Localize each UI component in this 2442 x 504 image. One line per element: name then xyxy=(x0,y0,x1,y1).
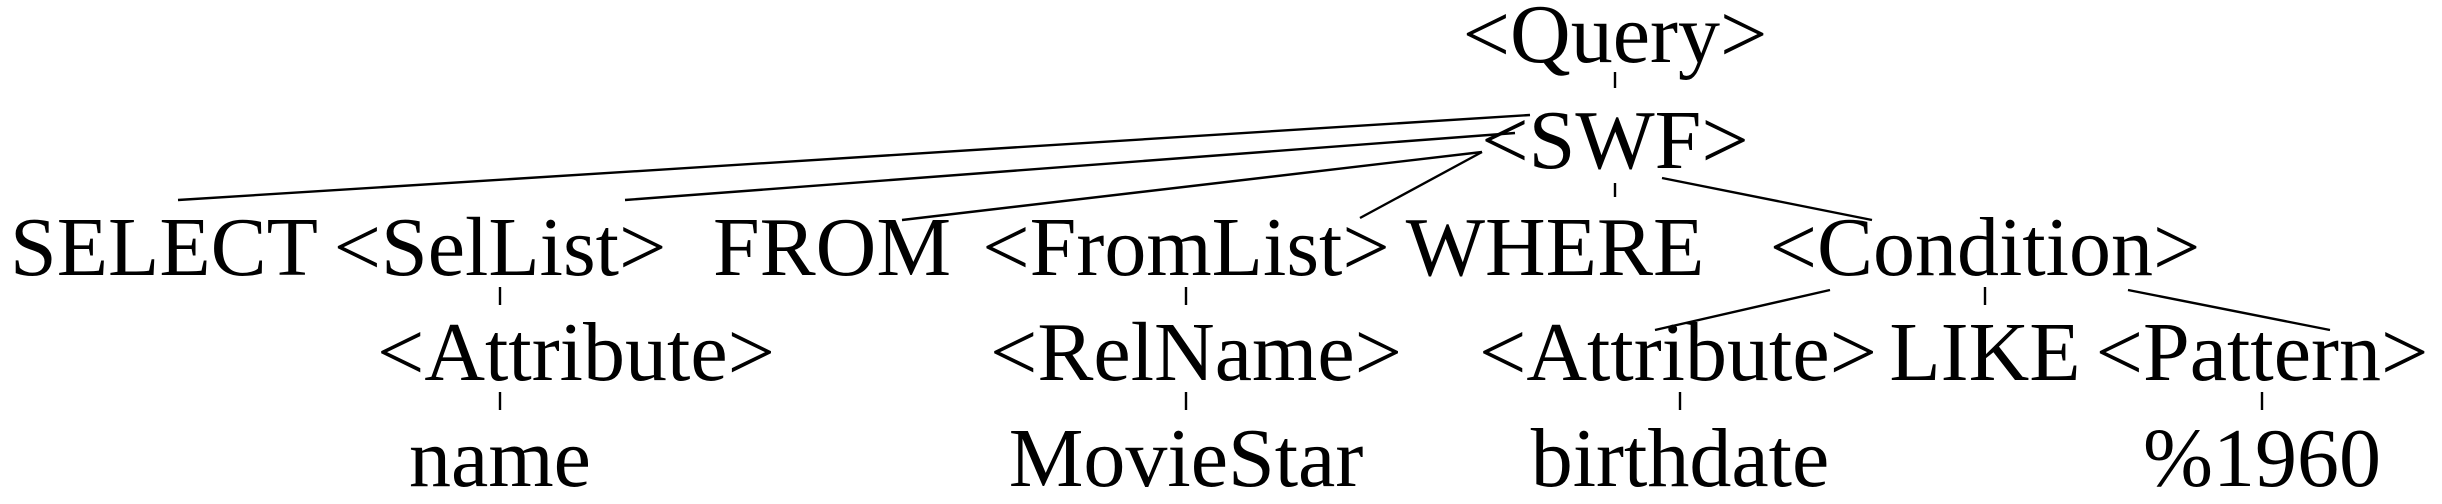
node-pattern: <Pattern> xyxy=(2096,306,2429,399)
leaf-moviestar: MovieStar xyxy=(1009,412,1364,504)
node-query: <Query> xyxy=(1463,0,1768,81)
node-fromlist: <FromList> xyxy=(982,201,1389,294)
tree-edges xyxy=(177,72,2331,410)
edge-swf-select xyxy=(177,113,1531,202)
node-attribute-condition: <Attribute> xyxy=(1479,306,1877,399)
leaf-pattern-value: %1960 xyxy=(2143,412,2381,504)
tree-nodes: <Query> <SWF> SELECT <SelList> FROM <Fro… xyxy=(10,0,2428,504)
leaf-name: name xyxy=(409,412,591,504)
node-where: WHERE xyxy=(1406,201,1705,294)
node-relname: <RelName> xyxy=(990,306,1402,399)
node-condition: <Condition> xyxy=(1770,201,2201,294)
edge-condition-pattern xyxy=(2127,288,2331,332)
node-from: FROM xyxy=(713,201,951,294)
edge-condition-attribute xyxy=(1654,288,1831,332)
edge-swf-fromlist xyxy=(1359,150,1483,220)
leaf-birthdate: birthdate xyxy=(1531,412,1830,504)
edge-swf-from xyxy=(901,150,1483,222)
node-sellist: <SelList> xyxy=(334,201,667,294)
edge-swf-condition xyxy=(1661,176,1873,222)
node-swf: <SWF> xyxy=(1481,94,1748,187)
node-attribute-sellist: <Attribute> xyxy=(377,306,775,399)
edge-swf-sellist xyxy=(624,131,1516,202)
node-select: SELECT xyxy=(10,201,318,294)
node-like: LIKE xyxy=(1889,306,2080,399)
